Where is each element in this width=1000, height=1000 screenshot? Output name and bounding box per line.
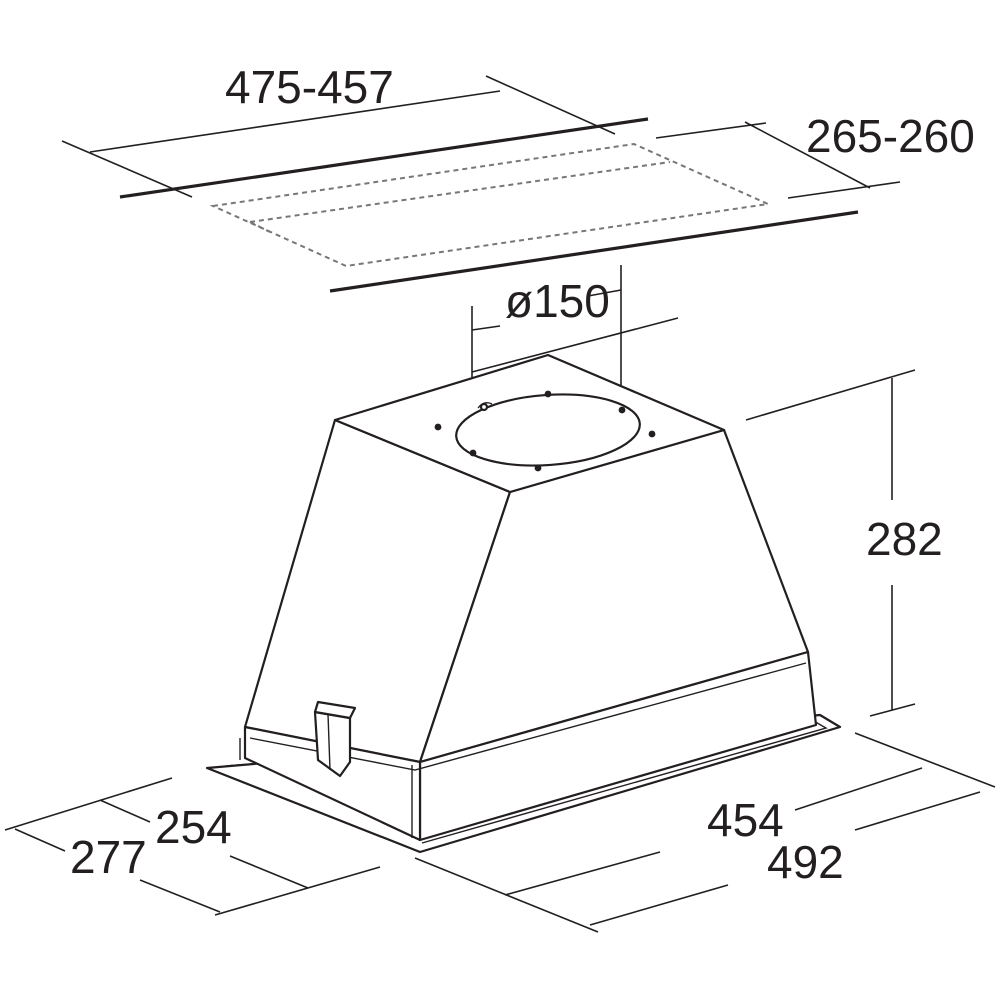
mount-hole xyxy=(434,423,442,431)
control-knob-edge xyxy=(327,713,331,771)
depth-dim-line xyxy=(744,121,871,189)
duct-dim-left xyxy=(471,325,501,331)
cutout-group xyxy=(61,75,901,293)
mount-hole xyxy=(534,464,542,472)
mount-hole xyxy=(648,430,656,438)
width-inner-dim-b xyxy=(794,767,923,811)
height-ext-top xyxy=(745,369,916,421)
width-outer-dim-b xyxy=(854,791,981,831)
depth-ext-back xyxy=(4,777,173,831)
cutout-rectangle xyxy=(209,142,772,268)
depth-inner-dim-a xyxy=(99,799,151,823)
width-ext-right xyxy=(485,75,616,135)
hood-body xyxy=(205,353,842,854)
outer-width-label: 492 xyxy=(767,836,844,888)
duct-axis-line xyxy=(471,317,679,373)
cabinet-edge-back xyxy=(119,117,649,199)
cutout-depth-label: 265-260 xyxy=(806,110,975,162)
mount-hole xyxy=(544,390,552,398)
mount-hole xyxy=(469,449,477,457)
width-inner-dim-a xyxy=(504,851,661,896)
inner-width-label: 454 xyxy=(707,794,784,846)
duct-diameter-label: ø150 xyxy=(505,275,610,327)
depth-dimensions-left xyxy=(4,777,381,916)
cutout-inner-corner xyxy=(249,221,271,233)
depth-ext-top xyxy=(655,122,767,139)
inner-depth-label: 254 xyxy=(155,801,232,853)
width-outer-dim-a xyxy=(589,884,729,926)
depth-ext-front xyxy=(214,866,381,916)
duct-dim-right xyxy=(587,289,622,297)
width-dim-line xyxy=(89,90,501,153)
width-ext-right xyxy=(854,732,996,788)
cutout-inner-edge xyxy=(249,161,671,223)
width-dimensions-right xyxy=(414,732,996,933)
depth-outer-dim-b xyxy=(139,879,221,913)
depth-inner-dim-b xyxy=(229,855,309,889)
control-knob-top xyxy=(313,700,357,720)
side-lower-panel xyxy=(243,725,422,842)
width-ext-left xyxy=(61,140,193,198)
cabinet-edge-front xyxy=(329,210,859,293)
mount-hole xyxy=(618,406,626,414)
height-dimension xyxy=(745,369,916,717)
depth-ext-bottom xyxy=(787,181,901,199)
duct-latch-pin xyxy=(479,402,489,412)
cutout-width-label: 475-457 xyxy=(225,61,394,113)
panel-rim xyxy=(249,662,807,771)
height-label: 282 xyxy=(866,513,943,565)
outer-depth-label: 277 xyxy=(70,831,147,883)
depth-outer-dim-a xyxy=(14,828,66,852)
